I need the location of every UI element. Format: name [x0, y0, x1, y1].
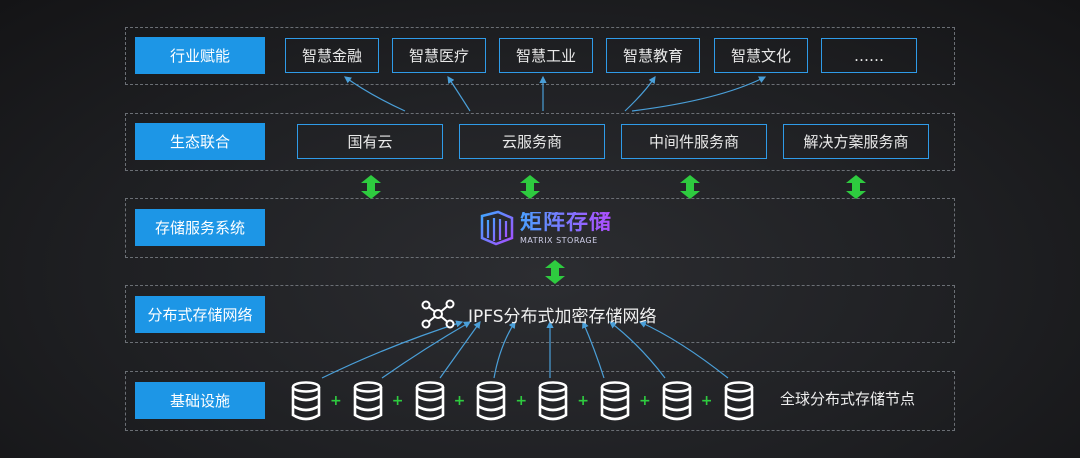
network-node-icon — [421, 299, 455, 329]
database-icon — [661, 381, 693, 421]
matrix-storage-logo: 矩阵存储 MATRIX STORAGE — [478, 208, 612, 248]
plus-icon: + — [330, 393, 342, 409]
database-icon — [599, 381, 631, 421]
layer-row-ecosystem — [125, 113, 955, 171]
ipfs-network: IPFS分布式加密存储网络 — [420, 296, 657, 332]
network-label: IPFS分布式加密存储网络 — [468, 306, 657, 327]
layer-row-industry — [125, 27, 955, 85]
plus-icon: + — [515, 393, 528, 409]
plus-icon: + — [639, 393, 651, 409]
database-icon — [537, 381, 569, 421]
plus-icon: + — [700, 393, 713, 409]
partner-box-solution: 解决方案服务商 — [783, 124, 929, 159]
double-arrow-icon — [545, 260, 565, 284]
database-icon — [352, 381, 384, 421]
industry-box-industrial: 智慧工业 — [499, 38, 593, 73]
plus-icon: + — [453, 393, 466, 409]
layer-label-network: 分布式存储网络 — [135, 296, 265, 333]
partner-box-middleware: 中间件服务商 — [621, 124, 767, 159]
partner-box-state-cloud: 国有云 — [297, 124, 443, 159]
layer-label-infrastructure: 基础设施 — [135, 382, 265, 419]
database-icon — [475, 381, 507, 421]
layer-row-storage-service — [125, 198, 955, 258]
industry-box-medical: 智慧医疗 — [392, 38, 486, 73]
layer-row-network — [125, 285, 955, 343]
logo-text-cn: 矩阵存储 — [520, 209, 613, 235]
database-icon — [414, 381, 446, 421]
plus-icon: + — [391, 393, 404, 409]
nodes-label: 全球分布式存储节点 — [780, 390, 916, 408]
layer-row-infrastructure — [125, 371, 955, 431]
plus-icon: + — [577, 393, 589, 409]
layer-label-storage-service: 存储服务系统 — [135, 209, 265, 246]
database-icon — [290, 381, 322, 421]
database-icon — [723, 381, 755, 421]
layer-label-ecosystem: 生态联合 — [135, 123, 265, 160]
matrix-cube-icon — [480, 210, 514, 246]
layer-label-industry: 行业赋能 — [135, 37, 265, 74]
industry-box-finance: 智慧金融 — [285, 38, 379, 73]
industry-box-more: …… — [821, 38, 917, 73]
industry-box-culture: 智慧文化 — [714, 38, 808, 73]
industry-box-education: 智慧教育 — [606, 38, 700, 73]
double-arrow-icon — [361, 175, 381, 199]
double-arrow-icon — [520, 175, 540, 199]
logo-text-en: MATRIX STORAGE — [520, 235, 598, 245]
double-arrow-icon — [846, 175, 866, 199]
partner-box-cloud-provider: 云服务商 — [459, 124, 605, 159]
double-arrow-icon — [680, 175, 700, 199]
